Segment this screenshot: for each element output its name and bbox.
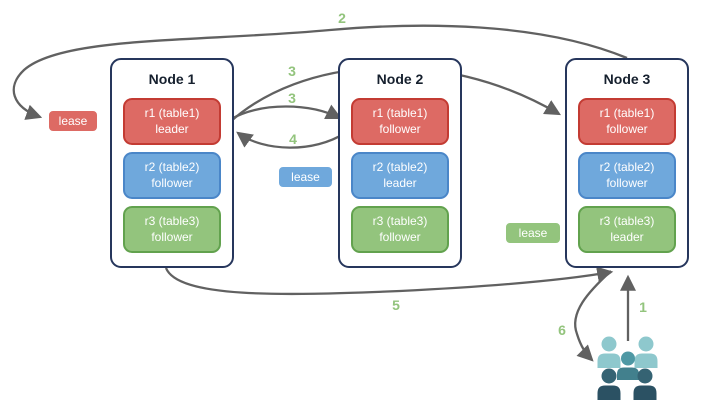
lease-badge-node2-r2: lease (278, 166, 333, 188)
replica-name: r1 (table1) (599, 106, 655, 121)
replica-name: r2 (table2) (372, 160, 428, 175)
step-label-3b: 3 (288, 90, 296, 106)
replica-role: follower (151, 229, 193, 244)
person-icon (634, 336, 658, 368)
replica-name: r1 (table1) (372, 106, 428, 121)
replica-role: follower (151, 175, 193, 190)
step-label-1: 1 (639, 299, 647, 315)
replica-role: follower (379, 121, 421, 136)
users-group-icon (597, 336, 658, 400)
replica-name: r3 (table3) (144, 214, 200, 229)
node-1-title: Node 1 (148, 71, 196, 87)
node-1-replica-r3: r3 (table3) follower (123, 206, 221, 253)
step-label-2: 2 (338, 10, 346, 26)
replica-name: r3 (table3) (372, 214, 428, 229)
replica-role: follower (606, 121, 648, 136)
step-label-6: 6 (558, 322, 566, 338)
node-3-replica-r2: r2 (table2) follower (578, 152, 676, 199)
node-2-replica-r1: r1 (table1) follower (351, 98, 449, 145)
lease-badge-node3-r3: lease (505, 222, 561, 244)
replica-role: leader (610, 229, 644, 244)
node-3-replica-r3: r3 (table3) leader (578, 206, 676, 253)
node-3: Node 3 r1 (table1) follower r2 (table2) … (565, 58, 689, 268)
replica-role: follower (379, 229, 421, 244)
node-1-replica-r1: r1 (table1) leader (123, 98, 221, 145)
replica-name: r3 (table3) (599, 214, 655, 229)
person-icon (597, 368, 621, 400)
replica-name: r2 (table2) (144, 160, 200, 175)
replica-name: r1 (table1) (144, 106, 200, 121)
replica-role: follower (606, 175, 648, 190)
person-icon (617, 351, 639, 380)
node-1-replica-r2: r2 (table2) follower (123, 152, 221, 199)
arrow-2-gateway-to-leaseholder (12, 24, 628, 120)
replica-role: leader (155, 121, 189, 136)
node-1: Node 1 r1 (table1) leader r2 (table2) fo… (110, 58, 234, 268)
node-2-title: Node 2 (376, 71, 424, 87)
node-2-replica-r3: r3 (table3) follower (351, 206, 449, 253)
lease-badge-node1-r1: lease (48, 110, 98, 132)
step-label-4: 4 (289, 131, 297, 147)
node-2: Node 2 r1 (table1) follower r2 (table2) … (338, 58, 462, 268)
node-3-title: Node 3 (603, 71, 651, 87)
arrow-5-leader-to-gateway (164, 266, 614, 296)
node-3-replica-r1: r1 (table1) follower (578, 98, 676, 145)
person-icon (633, 368, 657, 400)
step-label-3a: 3 (288, 63, 296, 79)
person-icon (597, 336, 621, 368)
arrow-3-leader-to-node2-follower (230, 104, 343, 121)
node-2-replica-r2: r2 (table2) leader (351, 152, 449, 199)
replica-role: leader (383, 175, 417, 190)
replica-name: r2 (table2) (599, 160, 655, 175)
step-label-5: 5 (392, 297, 400, 313)
